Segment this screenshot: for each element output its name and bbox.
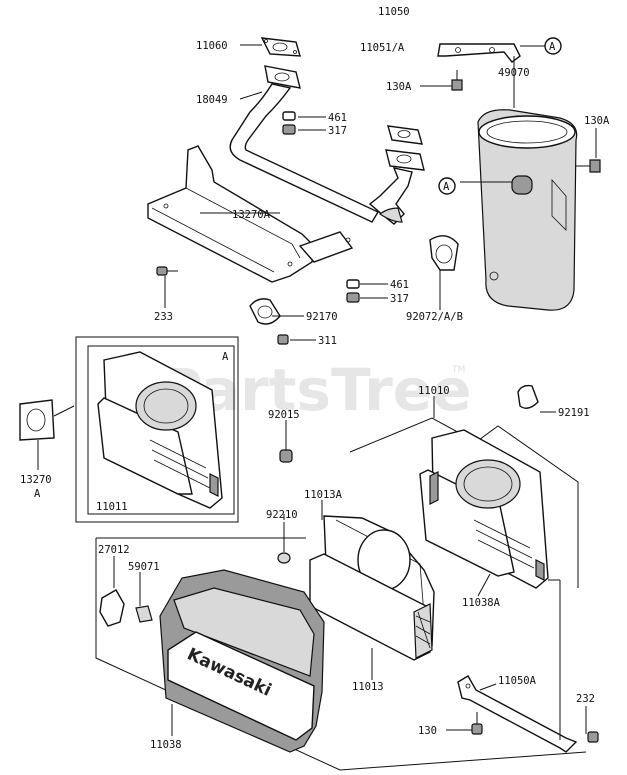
bolt-233 — [156, 266, 178, 276]
label-11060: 11060 — [196, 40, 228, 52]
air-cleaner-cover-11038: Kawasaki — [159, 569, 325, 753]
clamp-92072 — [429, 235, 459, 310]
label-27012: 27012 — [98, 544, 130, 556]
label-461-mid: 461 — [390, 279, 409, 291]
label-18049: 18049 — [196, 94, 228, 106]
label-233: 233 — [154, 311, 173, 323]
grommet-92210 — [277, 522, 291, 564]
label-130A-right: 130A — [584, 115, 610, 127]
exhaust-pipe-18049 — [229, 65, 425, 225]
label-311: 311 — [318, 335, 337, 347]
label-130: 130 — [418, 725, 437, 737]
label-232: 232 — [576, 693, 595, 705]
ref-circle-A-muffler: A — [438, 177, 456, 195]
air-filter-housing-11038A — [419, 429, 549, 589]
label-13270A: 13270A — [232, 209, 271, 221]
ref-circle-A-top: A — [520, 37, 562, 55]
bolt-232 — [587, 731, 599, 743]
ref-A-muffler-label: A — [443, 181, 450, 193]
label-92191: 92191 — [558, 407, 590, 419]
label-92015: 92015 — [268, 409, 300, 421]
group-11010-outline — [349, 417, 579, 588]
bolt-130 — [471, 712, 483, 735]
label-11050A: 11050A — [498, 675, 537, 687]
clip-92191 — [517, 384, 539, 409]
leader-lines — [37, 44, 597, 736]
bracket-11050A — [457, 579, 578, 753]
label-11051A: 11051/A — [360, 42, 405, 54]
clip-27012 — [99, 589, 125, 627]
gasket-11060 — [260, 37, 301, 57]
gasket-13270 — [19, 399, 75, 441]
clamp-92170 — [249, 298, 281, 325]
bracket-11050 — [437, 43, 521, 108]
clip-59071 — [135, 605, 153, 623]
label-59071: 59071 — [128, 561, 160, 573]
label-461-top: 461 — [328, 112, 347, 124]
label-A-box: A — [222, 351, 229, 363]
label-92170: 92170 — [306, 311, 338, 323]
air-filter-housing-11011 — [97, 351, 223, 509]
nut-317-mid — [346, 292, 360, 303]
label-92210: 92210 — [266, 509, 298, 521]
bolt-130A-top — [451, 70, 463, 91]
nut-311 — [277, 334, 289, 345]
nut-461-mid — [346, 279, 360, 289]
label-13270-A: A — [34, 488, 41, 500]
label-92072: 92072/A/B — [406, 311, 463, 323]
label-11011: 11011 — [96, 501, 128, 513]
label-11038: 11038 — [150, 739, 182, 751]
label-11013: 11013 — [352, 681, 384, 693]
callout-labels: 11060 11050 11051/A 49070 130A 130A 1804… — [20, 6, 610, 751]
label-13270: 13270 — [20, 474, 52, 486]
nut-461-top — [282, 111, 296, 121]
stud-92015 — [279, 420, 293, 463]
label-49070: 49070 — [498, 67, 530, 79]
box-11011-outer — [75, 336, 239, 523]
label-317-mid: 317 — [390, 293, 409, 305]
box-11011-inner — [87, 345, 235, 515]
label-130A-top: 130A — [386, 81, 412, 93]
label-11010: 11010 — [418, 385, 450, 397]
nut-317-top — [282, 124, 296, 135]
label-11050: 11050 — [378, 6, 410, 18]
label-11013A: 11013A — [304, 489, 343, 501]
label-11038A: 11038A — [462, 597, 501, 609]
label-317-top: 317 — [328, 125, 347, 137]
watermark-trademark: TM — [451, 365, 465, 375]
ref-A-top-label: A — [549, 41, 556, 53]
heat-shield-13270A — [147, 145, 354, 283]
muffler-49070 — [477, 109, 578, 311]
